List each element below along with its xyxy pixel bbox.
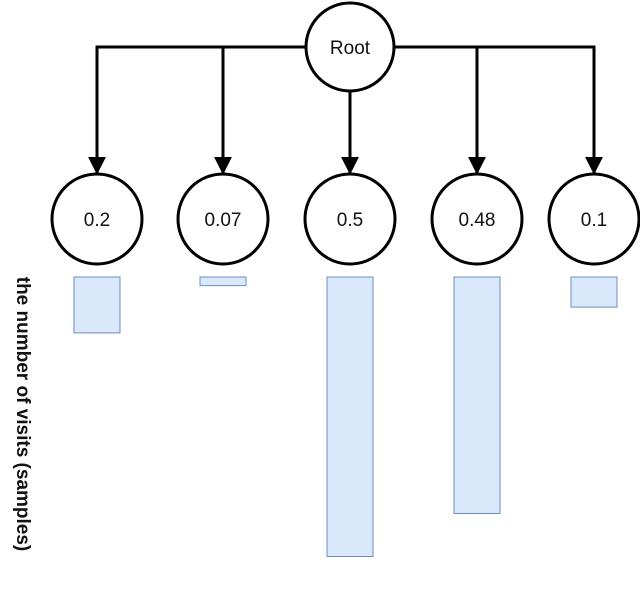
child-2-node-label: 0.07: [205, 210, 242, 231]
child-5-node: 0.1: [547, 172, 640, 266]
root-node-label: Root: [330, 38, 371, 59]
root-node-circle: [304, 1, 396, 93]
child-2-visits-bar: [199, 276, 247, 287]
child-4-edge: [394, 45, 486, 175]
child-2-node: 0.07: [176, 172, 270, 266]
edges-group: [88, 45, 603, 175]
child-1-edge: [88, 45, 306, 175]
child-4-node-circle: [430, 172, 524, 266]
child-3-node-label: 0.5: [337, 210, 363, 231]
child-3-visits-bar: [326, 276, 374, 557]
child-2-node-circle: [176, 172, 270, 266]
child-5-visits-bar: [570, 276, 618, 308]
child-nodes-group: 0.2 0.07 0.5 0.48 0.1: [50, 172, 640, 266]
child-3-node: 0.5: [303, 172, 397, 266]
child-5-node-label: 0.1: [581, 210, 607, 231]
root-node: Root: [304, 1, 396, 93]
visit-bars-group: [73, 276, 618, 557]
visits-axis-label: the number of visits (samples): [12, 277, 33, 552]
child-1-visits-bar: [73, 276, 121, 334]
child-1-node-circle: [50, 172, 144, 266]
child-5-edge: [394, 45, 603, 175]
child-1-node-label: 0.2: [84, 210, 110, 231]
child-4-node-label: 0.48: [459, 210, 496, 231]
child-4-node: 0.48: [430, 172, 524, 266]
child-2-edge: [214, 45, 306, 175]
child-1-node: 0.2: [50, 172, 144, 266]
child-4-visits-bar: [453, 276, 501, 514]
child-3-node-circle: [303, 172, 397, 266]
child-5-node-circle: [547, 172, 640, 266]
